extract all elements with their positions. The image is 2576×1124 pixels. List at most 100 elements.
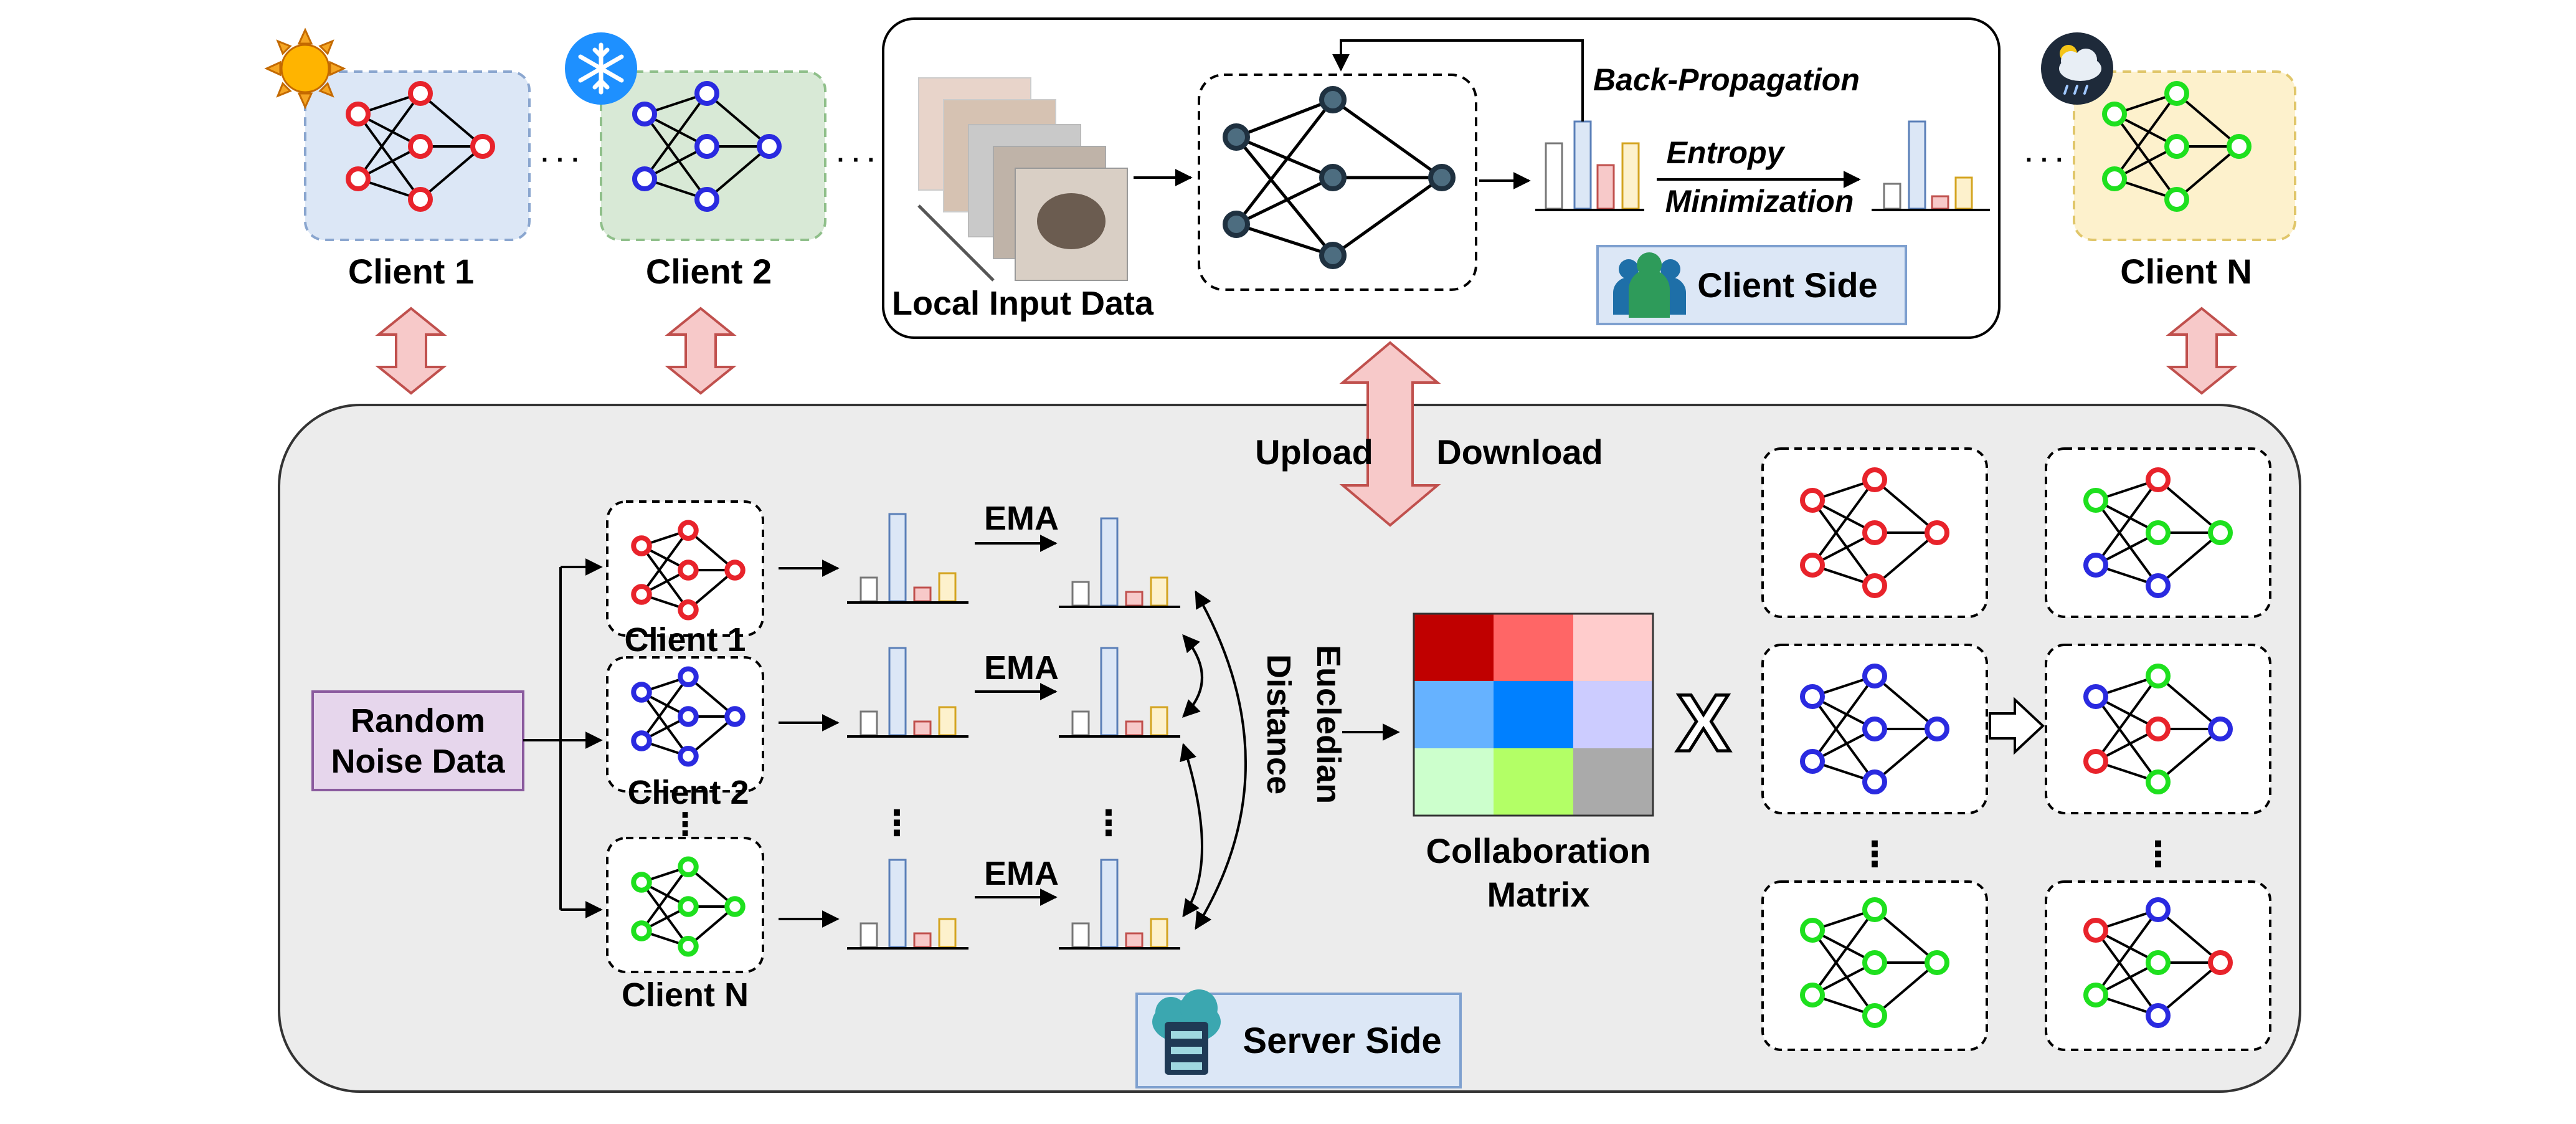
network-node xyxy=(1862,664,1887,688)
server-pred-bars-1 xyxy=(847,513,968,604)
histogram-bar xyxy=(1071,922,1090,948)
network-node xyxy=(678,746,699,767)
ellipsis-1: · · · xyxy=(541,146,580,174)
histogram-bar xyxy=(888,647,907,736)
client-n: Client N xyxy=(2041,32,2296,291)
network-node xyxy=(678,666,699,687)
histogram-bar xyxy=(1125,932,1144,948)
histogram-bar xyxy=(888,859,907,948)
histogram-bar xyxy=(913,720,932,736)
ema-label-n: EMA xyxy=(984,855,1059,892)
network-node xyxy=(2146,1003,2171,1028)
upload-download-arrow xyxy=(1339,341,1441,527)
network-node xyxy=(631,682,652,703)
histogram-bar xyxy=(859,922,878,948)
matrix-label-2: Matrix xyxy=(1487,875,1590,914)
network-node xyxy=(2164,134,2189,159)
local-input-images xyxy=(917,77,1128,282)
network-node xyxy=(1800,684,1825,709)
users-icon xyxy=(1613,252,1686,318)
network-node xyxy=(1862,467,1887,492)
network-node xyxy=(2146,897,2171,922)
network-node xyxy=(2102,102,2127,126)
sync-arrows xyxy=(375,307,2238,395)
network-node xyxy=(632,102,657,126)
client-side-label: Client Side xyxy=(1697,265,1877,305)
network-node xyxy=(694,81,719,106)
network-node xyxy=(1800,488,1825,513)
network-node xyxy=(470,134,495,159)
matrix-cell xyxy=(1414,681,1494,748)
cloud-rain-icon xyxy=(2041,32,2113,105)
server-client-n: Client N xyxy=(606,837,764,1014)
network-node xyxy=(724,706,746,727)
matrix-cell xyxy=(1573,614,1653,681)
network-node xyxy=(2146,950,2171,975)
client-model-network xyxy=(1223,86,1456,269)
svg-text:⋮: ⋮ xyxy=(2141,834,2176,874)
network-node xyxy=(2146,664,2171,688)
network-node xyxy=(678,896,699,917)
ellipsis-3: · · · xyxy=(2025,146,2064,174)
client-prediction-bars-before xyxy=(1535,120,1644,211)
network-node xyxy=(2164,81,2189,106)
noise-fanout xyxy=(523,558,603,918)
svg-text:Client N: Client N xyxy=(622,976,749,1014)
server-ema-bars-1 xyxy=(1059,517,1180,608)
matrix-cell xyxy=(1494,748,1573,816)
client-1-network xyxy=(346,81,495,212)
server-ema-bars-n xyxy=(1059,859,1180,950)
pred-ellipsis-1: ⋮ xyxy=(879,803,914,842)
sync-arrow-client-n xyxy=(2166,307,2238,395)
download-label: Download xyxy=(1436,432,1603,472)
network-node xyxy=(694,134,719,159)
network-node xyxy=(724,560,746,581)
network-node xyxy=(678,936,699,957)
client-1-label: Client 1 xyxy=(348,252,474,291)
client-2: Client 2 xyxy=(565,32,826,291)
histogram-bar xyxy=(913,932,932,948)
network-node xyxy=(2083,749,2108,774)
network-node xyxy=(2208,520,2233,545)
network-node xyxy=(631,584,652,605)
random-noise-label-2: Noise Data xyxy=(331,743,505,780)
matrix-cell xyxy=(1494,681,1573,748)
server-cloud-icon xyxy=(1152,989,1221,1075)
network-node xyxy=(694,187,719,212)
network-node xyxy=(1925,520,1949,545)
client-2-label: Client 2 xyxy=(646,252,772,291)
random-noise-label-1: Random xyxy=(351,702,485,740)
svg-text:⋮: ⋮ xyxy=(1857,834,1892,874)
network-node xyxy=(1800,983,1825,1007)
server-pred-bars-n xyxy=(847,859,968,950)
minimization-label: Minimization xyxy=(1665,184,1854,219)
histogram-bar xyxy=(859,710,878,736)
histogram-bar xyxy=(1150,706,1168,736)
histogram-bar xyxy=(1071,581,1090,607)
matrix-cell xyxy=(1573,748,1653,816)
network-node xyxy=(2146,520,2171,545)
matrix-cell xyxy=(1573,681,1653,748)
histogram-bar xyxy=(1150,918,1168,948)
network-node xyxy=(631,535,652,556)
network-node xyxy=(2083,918,2108,943)
local-input-label: Local Input Data xyxy=(892,285,1154,322)
server-pred-bars-2 xyxy=(847,647,968,738)
network-node xyxy=(1800,749,1825,774)
distance-arcs xyxy=(1180,590,1247,930)
pred-ellipsis-2: ⋮ xyxy=(1091,803,1126,842)
server-client-ellipsis: ⋮ xyxy=(670,807,701,842)
network-node xyxy=(2102,166,2127,191)
server-client-2: Client 2 xyxy=(606,656,764,811)
matrix-cell xyxy=(1414,614,1494,681)
network-node xyxy=(2208,717,2233,741)
histogram-bar xyxy=(1125,720,1144,736)
svg-text:Client 1: Client 1 xyxy=(624,621,746,659)
network-node xyxy=(631,920,652,941)
network-node xyxy=(2208,950,2233,975)
upload-label: Upload xyxy=(1255,432,1373,472)
server-side-label: Server Side xyxy=(1243,1021,1441,1061)
network-node xyxy=(2083,553,2108,578)
histogram-bar xyxy=(938,572,957,602)
histogram-bar xyxy=(1125,591,1144,607)
